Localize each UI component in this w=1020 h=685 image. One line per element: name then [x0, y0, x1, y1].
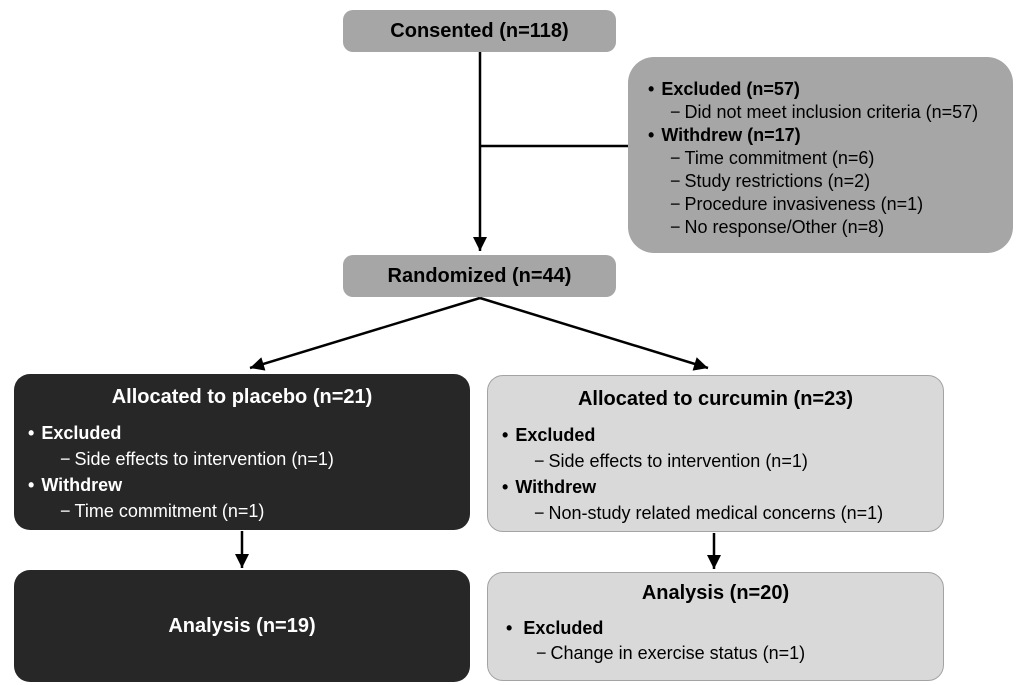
placebo-analysis-title: Analysis (n=19): [168, 614, 316, 637]
placebo-reason-text: Side effects to intervention (n=1): [74, 449, 334, 469]
exclusions-reason-text: No response/Other (n=8): [684, 217, 885, 237]
bullet-glyph: •: [648, 79, 655, 99]
exclusions-box: •Excluded (n=57) −Did not meet inclusion…: [628, 57, 1013, 253]
curcumin-reason-text: Non-study related medical concerns (n=1): [548, 503, 884, 523]
curcumin-analysis-content: • Excluded −Change in exercise status (n=…: [488, 616, 943, 666]
dash-glyph: −: [60, 449, 71, 469]
exclusions-excluded-heading: • Excluded (n=57): [628, 78, 1003, 101]
consented-title: Consented (n=118): [390, 19, 569, 42]
placebo-withdrew-heading: • Withdrew: [14, 472, 470, 498]
exclusions-reason-text: Procedure invasiveness (n=1): [684, 194, 924, 214]
bullet-glyph: •: [502, 425, 509, 445]
curcumin-analysis-title: Analysis (n=20): [641, 582, 790, 604]
analysis-excluded-heading: • Excluded: [488, 616, 943, 641]
exclusions-withdrew-heading: • Withdrew (n=17): [628, 124, 1003, 147]
exclusions-reason: −No response/Other (n=8): [628, 216, 1003, 239]
randomized-box: Randomized (n=44): [343, 255, 616, 297]
placebo-reason-text: Time commitment (n=1): [74, 501, 265, 521]
curcumin-excluded-heading: • Excluded: [488, 422, 943, 448]
placebo-title: Allocated to placebo (n=21): [111, 386, 373, 408]
bullet-glyph: •: [28, 475, 35, 495]
analysis-reason-text: Change in exercise status (n=1): [550, 643, 806, 663]
analysis-excluded-label: Excluded: [523, 618, 604, 638]
exclusions-reason-text: Did not meet inclusion criteria (n=57): [684, 102, 979, 122]
curcumin-content: •Excluded −Side effects to intervention …: [488, 422, 943, 526]
exclusions-reason: −Procedure invasiveness (n=1): [628, 193, 1003, 216]
dash-glyph: −: [670, 171, 681, 191]
placebo-excluded-heading: • Excluded: [14, 420, 470, 446]
placebo-reason: −Side effects to intervention (n=1): [14, 446, 470, 472]
analysis-reason: −Change in exercise status (n=1): [488, 641, 943, 666]
bullet-glyph: •: [28, 423, 35, 443]
bullet-glyph: •: [502, 477, 509, 497]
curcumin-withdrew-label: Withdrew: [515, 477, 597, 497]
placebo-withdrew-label: Withdrew: [41, 475, 123, 495]
placebo-reason: −Time commitment (n=1): [14, 498, 470, 524]
arrow-randomized-to-placebo: [249, 296, 481, 371]
placebo-content: •Excluded −Side effects to intervention …: [14, 420, 470, 524]
dash-glyph: −: [670, 102, 681, 122]
curcumin-allocation-box: Allocated to curcumin (n=23) • Excluded −…: [487, 375, 944, 532]
dash-glyph: −: [534, 503, 545, 523]
exclusions-reason-text: Time commitment (n=6): [684, 148, 875, 168]
placebo-analysis-box: Analysis (n=19): [14, 570, 470, 682]
bullet-glyph: •: [506, 618, 513, 638]
randomized-title: Randomized (n=44): [387, 264, 572, 287]
placebo-allocation-box: Allocated to placebo (n=21) •Excluded −S…: [14, 374, 470, 530]
exclusions-excluded-label: Excluded (n=57): [661, 79, 800, 99]
placebo-excluded-label: Excluded: [41, 423, 122, 443]
dash-glyph: −: [670, 217, 681, 237]
curcumin-withdrew-heading: • Withdrew: [488, 474, 943, 500]
dash-glyph: −: [536, 643, 547, 663]
dash-glyph: −: [670, 148, 681, 168]
arrow-randomized-to-curcumin: [479, 296, 709, 371]
exclusions-withdrew-label: Withdrew (n=17): [661, 125, 801, 145]
curcumin-reason: −Non-study related medical concerns (n=1…: [488, 500, 943, 526]
dash-glyph: −: [534, 451, 545, 471]
dash-glyph: −: [670, 194, 681, 214]
curcumin-title: Allocated to curcumin (n=23): [577, 388, 854, 410]
bullet-glyph: •: [648, 125, 655, 145]
exclusions-reason: −Did not meet inclusion criteria (n=57): [628, 101, 1003, 124]
curcumin-analysis-box: Analysis (n=20) • Excluded −Change in exe…: [487, 572, 944, 681]
exclusions-content: •Excluded (n=57) −Did not meet inclusion…: [628, 78, 1003, 239]
curcumin-excluded-label: Excluded: [515, 425, 596, 445]
curcumin-reason-text: Side effects to intervention (n=1): [548, 451, 808, 471]
curcumin-reason: −Side effects to intervention (n=1): [488, 448, 943, 474]
dash-glyph: −: [60, 501, 71, 521]
exclusions-reason: −Time commitment (n=6): [628, 147, 1003, 170]
exclusions-reason-text: Study restrictions (n=2): [684, 171, 871, 191]
exclusions-reason: −Study restrictions (n=2): [628, 170, 1003, 193]
consented-box: Consented (n=118): [343, 10, 616, 52]
